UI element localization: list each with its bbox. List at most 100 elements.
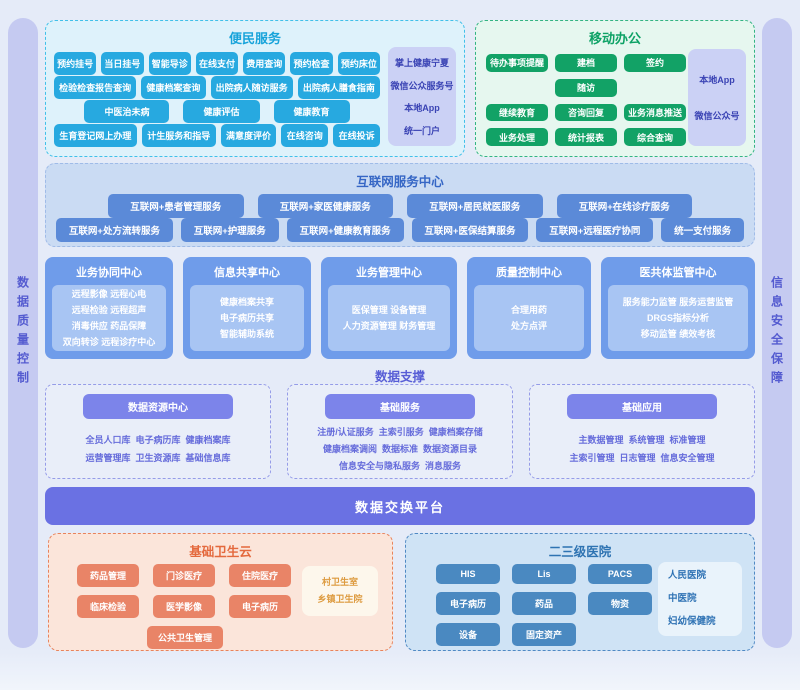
service-node: 健康档案查询 — [141, 76, 206, 99]
center-title: 信息共享中心 — [214, 267, 280, 279]
service-node: 医学影像 — [153, 595, 215, 618]
service-node: 综合查询 — [624, 128, 686, 146]
center-item: 远程影像 远程心电 — [71, 288, 147, 299]
service-node: 互联网+护理服务 — [180, 218, 279, 242]
panel-title-mobile-office: 移动办公 — [588, 31, 641, 46]
convenient-service-rows: 预约挂号当日挂号智能导诊在线支付费用查询预约检查预约床位 检验检查报告查询健康档… — [54, 52, 380, 147]
service-node: 互联网+处方流转服务 — [56, 218, 173, 242]
centers-row: 业务协同中心 远程影像 远程心电远程检验 远程超声消毒供应 药品保障双向转诊 远… — [45, 257, 755, 359]
system-node: Lis — [512, 564, 576, 584]
channel-label: 微信公众号 — [694, 111, 740, 122]
service-node: 继续教育 — [486, 103, 548, 122]
service-node: 生育登记网上办理 — [54, 124, 137, 147]
channel-label: 本地App — [699, 74, 735, 85]
center-items: 远程影像 远程心电远程检验 远程超声消毒供应 药品保障双向转诊 远程诊疗中心 — [52, 285, 166, 351]
panel-title-internet-service-center: 互联网服务中心 — [356, 175, 444, 189]
group-items: 注册/认证服务 主索引服务 健康档案存储健康档案调阅 数据标准 数据资源目录信息… — [288, 421, 512, 478]
service-node: 电子病历 — [229, 595, 291, 618]
center-title: 业务管理中心 — [356, 267, 422, 279]
service-node: 待办事项提醒 — [486, 54, 548, 72]
group-basic-services: 基础服务 注册/认证服务 主索引服务 健康档案存储健康档案调阅 数据标准 数据资… — [287, 384, 513, 479]
center-item: 合理用药 — [510, 304, 547, 315]
service-node: 在线投诉 — [333, 124, 380, 147]
panel-internet-service-center: 互联网服务中心 互联网+患者管理服务互联网+家医健康服务互联网+居民就医服务互联… — [45, 163, 755, 247]
hospital-organizations-card: 人民医院中医院妇幼保健院 — [658, 562, 742, 636]
service-node: 预约检查 — [290, 52, 333, 75]
convenient-row-4: 生育登记网上办理计生服务和指导满意度评价在线咨询在线投诉 — [54, 124, 380, 147]
service-node: 互联网+家医健康服务 — [257, 194, 393, 218]
center-items: 医保管理 设备管理人力资源管理 财务管理 — [328, 285, 450, 351]
service-node: 住院医疗 — [229, 564, 291, 587]
system-node: HIS — [436, 564, 500, 584]
panel-convenient-services: 便民服务 预约挂号当日挂号智能导诊在线支付费用查询预约检查预约床位 检验检查报告… — [45, 20, 465, 157]
data-support-groups: 数据资源中心 全员人口库 电子病历库 健康档案库运营管理库 卫生资源库 基础信息… — [45, 384, 755, 479]
service-node: 当日挂号 — [101, 52, 144, 75]
service-node: 互联网+在线诊疗服务 — [556, 194, 692, 218]
service-node: 健康评估 — [183, 100, 260, 123]
service-node: 预约床位 — [337, 52, 380, 75]
mobile-channels-card: 本地App 微信公众号 — [688, 49, 746, 146]
group-item: 运营管理库 卫生资源库 基础信息库 — [85, 452, 231, 463]
organization-label: 中医院 — [668, 592, 697, 604]
group-data-resource-center: 数据资源中心 全员人口库 电子病历库 健康档案库运营管理库 卫生资源库 基础信息… — [45, 384, 271, 479]
system-node: 固定资产 — [512, 623, 576, 646]
service-node: 互联网+健康教育服务 — [286, 218, 404, 242]
service-node: 药品管理 — [77, 564, 139, 587]
organization-label: 人民医院 — [668, 569, 707, 581]
organization-label: 乡镇卫生院 — [317, 594, 363, 604]
organization-label: 妇幼保健院 — [668, 615, 716, 627]
internet-row-1: 互联网+患者管理服务互联网+家医健康服务互联网+居民就医服务互联网+在线诊疗服务 — [56, 194, 744, 218]
service-node: 互联网+患者管理服务 — [108, 194, 244, 218]
group-header: 数据资源中心 — [83, 394, 233, 419]
data-support-title: 数据支撑 — [374, 370, 425, 384]
internet-service-rows: 互联网+患者管理服务互联网+家医健康服务互联网+居民就医服务互联网+在线诊疗服务… — [56, 194, 745, 242]
service-node: 建档 — [555, 54, 617, 72]
center-business-management: 业务管理中心 医保管理 设备管理人力资源管理 财务管理 — [321, 257, 457, 359]
service-node: 互联网+居民就医服务 — [407, 194, 543, 218]
center-items: 健康档案共享电子病历共享智能辅助系统 — [190, 285, 304, 351]
channel-label: 微信公众服务号 — [390, 80, 454, 91]
cloud-row-2: 临床检验医学影像电子病历 — [77, 595, 291, 618]
panel-title-hospitals: 二三级医院 — [548, 545, 612, 559]
cloud-row-1: 药品管理门诊医疗住院医疗 — [77, 564, 291, 587]
center-item: 远程检验 远程超声 — [71, 304, 147, 315]
panel-title-basic-health-cloud: 基础卫生云 — [189, 545, 252, 559]
center-item: 健康档案共享 — [219, 296, 274, 307]
group-header: 基础服务 — [325, 394, 475, 419]
system-node: 药品 — [512, 592, 576, 615]
data-exchange-platform-bar: 数据交换平台 — [45, 487, 755, 525]
panel-basic-health-cloud: 基础卫生云 药品管理门诊医疗住院医疗 临床检验医学影像电子病历 公共卫生管理 村… — [48, 533, 393, 651]
mobile-office-grid: 待办事项提醒建档签约随访继续教育咨询回复业务消息推送业务处理统计报表综合查询 — [486, 54, 686, 146]
group-item: 健康档案调阅 数据标准 数据资源目录 — [322, 443, 477, 454]
service-node: 满意度评价 — [220, 124, 277, 147]
service-node: 业务处理 — [486, 128, 548, 146]
service-node: 公共卫生管理 — [147, 626, 223, 649]
convenient-row-1: 预约挂号当日挂号智能导诊在线支付费用查询预约检查预约床位 — [54, 52, 380, 75]
channel-label: 统一门户 — [403, 125, 440, 136]
service-node: 统一支付服务 — [661, 218, 745, 242]
panel-title-convenient-services: 便民服务 — [228, 31, 281, 46]
cloud-organizations-card: 村卫生室乡镇卫生院 — [302, 566, 378, 616]
service-node: 门诊医疗 — [153, 564, 215, 587]
service-node: 检验检查报告查询 — [54, 76, 137, 99]
internet-row-2: 互联网+处方流转服务互联网+护理服务互联网+健康教育服务互联网+医保结算服务互联… — [56, 218, 745, 242]
group-item: 主数据管理 系统管理 标准管理 — [578, 435, 706, 446]
center-item: 移动监管 绩效考核 — [640, 329, 716, 340]
sidebar-information-security: 信息安全保障 — [762, 18, 792, 648]
convenient-row-2: 检验检查报告查询健康档案查询出院病人随访服务出院病人膳食指南 — [54, 76, 380, 99]
system-node: 电子病历 — [436, 592, 500, 615]
center-business-collaboration: 业务协同中心 远程影像 远程心电远程检验 远程超声消毒供应 药品保障双向转诊 远… — [45, 257, 173, 359]
center-information-sharing: 信息共享中心 健康档案共享电子病历共享智能辅助系统 — [183, 257, 311, 359]
cloud-rows: 药品管理门诊医疗住院医疗 临床检验医学影像电子病历 公共卫生管理 — [77, 564, 291, 657]
organization-label: 村卫生室 — [321, 576, 358, 587]
center-item: 消毒供应 药品保障 — [71, 321, 147, 331]
service-node: 健康教育 — [273, 100, 350, 123]
service-node: 计生服务和指导 — [141, 124, 216, 147]
center-item: DRGS指标分析 — [646, 312, 709, 323]
service-node: 签约 — [624, 54, 686, 72]
service-node: 智能导诊 — [148, 52, 191, 75]
cloud-row-3: 公共卫生管理 — [147, 626, 291, 649]
